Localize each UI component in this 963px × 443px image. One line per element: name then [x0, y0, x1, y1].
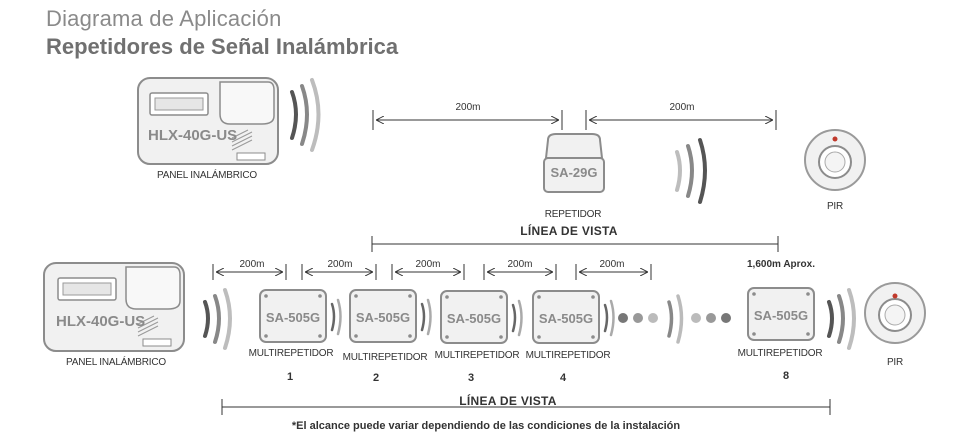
diagram-subtitle: Repetidores de Señal Inalámbrica	[46, 34, 399, 59]
repeater-number-4: 4	[559, 372, 567, 384]
top-distance-label-2: 200m	[669, 102, 695, 113]
multirepeater-signal-icon	[426, 298, 432, 336]
multirepeater-device-1: SA-505G	[259, 289, 342, 343]
repeater-number-1: 1	[286, 371, 294, 383]
top-panel-signal-icon	[290, 78, 321, 152]
top-panel-device	[137, 77, 279, 165]
multirepeater-label-4: MULTIREPETIDOR	[525, 350, 611, 361]
footnote: *El alcance puede variar dependiendo de …	[291, 420, 681, 432]
top-repeater-device	[543, 133, 605, 193]
multirepeater-label-8: MULTIREPETIDOR	[737, 348, 823, 359]
multirepeater-signal-icon	[420, 302, 426, 332]
bottom-line-of-sight-label: LÍNEA DE VISTA	[459, 394, 557, 408]
multirepeater-device-3: SA-505G	[440, 290, 523, 344]
bottom-repeaters: SA-505G SA-505G SA-505G SA-505G SA-505G	[259, 287, 815, 344]
bottom-distance-label-3: 200m	[415, 259, 441, 270]
total-range-label: 1,600m Aprox.	[747, 259, 815, 270]
multirepeater-device-4: SA-505G	[532, 290, 615, 344]
repeater-number-3: 3	[467, 372, 475, 384]
top-panel-model: HLX-40G-US	[148, 127, 237, 144]
multirepeater-device-8: SA-505G	[747, 287, 815, 341]
multirepeater-signal-icon	[336, 298, 342, 336]
top-pir-label: PIR	[826, 201, 844, 212]
bottom-distance-lines	[212, 264, 652, 280]
top-distance-line-1	[372, 110, 563, 130]
top-pir-device	[804, 129, 866, 191]
multirepeater-label-3: MULTIREPETIDOR	[434, 350, 520, 361]
ellipsis-signal-icon	[667, 294, 684, 344]
top-line-of-sight-label: LÍNEA DE VISTA	[520, 224, 618, 238]
bottom-distance-line-4	[483, 264, 557, 280]
bottom-line-of-sight-bar	[221, 399, 831, 415]
bottom-distance-label-1: 200m	[239, 259, 265, 270]
multirepeater-signal-icon	[517, 299, 523, 337]
top-repeater-model: SA-29G	[551, 165, 598, 180]
bottom-distance-line-1	[212, 264, 287, 280]
multirepeater-signal-icon	[603, 303, 609, 333]
bottom-pir-device	[864, 282, 926, 344]
bottom-panel-signal-icon	[203, 288, 232, 350]
last-repeater-signal-icon	[827, 288, 856, 350]
diagram-title: Diagrama de Aplicación	[46, 6, 282, 31]
multirepeater-signal-icon	[609, 299, 615, 337]
top-repeater-label: REPETIDOR	[544, 209, 602, 220]
multirepeater-device-2: SA-505G	[349, 289, 432, 343]
top-panel-label: PANEL INALÁMBRICO	[157, 170, 257, 181]
multirepeater-model-8: SA-505G	[754, 308, 808, 323]
bottom-distance-line-3	[391, 264, 465, 280]
bottom-pir-label: PIR	[886, 357, 904, 368]
bottom-panel-label: PANEL INALÁMBRICO	[66, 357, 166, 368]
top-line-of-sight-bar	[371, 236, 779, 252]
multirepeater-signal-icon	[511, 303, 517, 333]
multirepeater-model-1: SA-505G	[266, 310, 320, 325]
bottom-distance-label-5: 200m	[599, 259, 625, 270]
multirepeater-signal-icon	[330, 302, 336, 332]
bottom-distance-line-5	[575, 264, 652, 280]
multirepeater-model-4: SA-505G	[539, 311, 593, 326]
multirepeater-label-1: MULTIREPETIDOR	[248, 348, 334, 359]
multirepeater-model-3: SA-505G	[447, 311, 501, 326]
ellipsis-dots	[618, 313, 731, 323]
bottom-distance-line-2	[301, 264, 377, 280]
bottom-distance-label-4: 200m	[507, 259, 533, 270]
top-distance-label-1: 200m	[455, 102, 481, 113]
repeater-number-2: 2	[372, 372, 380, 384]
top-repeater-signal-icon	[675, 138, 707, 204]
repeater-number-8: 8	[782, 370, 790, 382]
multirepeater-model-2: SA-505G	[356, 310, 410, 325]
bottom-panel-model: HLX-40G-US	[56, 313, 145, 330]
bottom-distance-label-2: 200m	[327, 259, 353, 270]
top-distance-line-2	[585, 110, 777, 130]
multirepeater-label-2: MULTIREPETIDOR	[342, 352, 428, 363]
bottom-panel-device	[43, 262, 185, 352]
